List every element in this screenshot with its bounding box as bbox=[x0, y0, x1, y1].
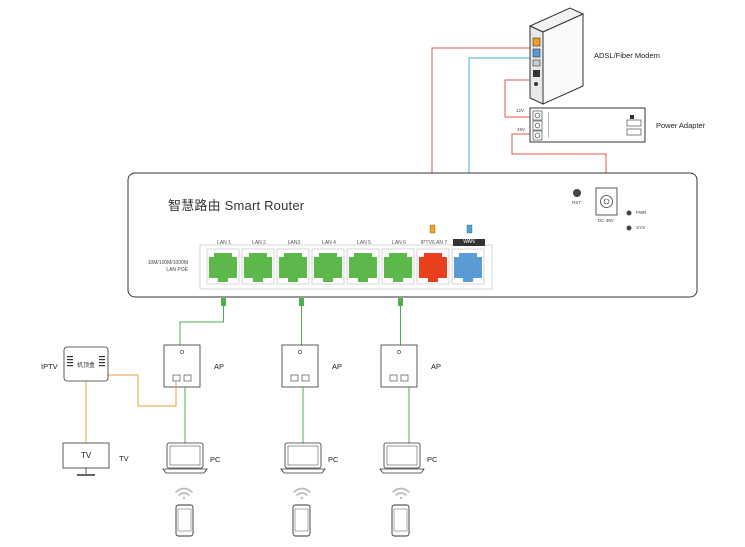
rj45-port bbox=[241, 248, 275, 285]
tv-icon bbox=[62, 442, 110, 476]
adapter-12v-label: 12V bbox=[516, 108, 525, 113]
port-label-iptv: IPTV/LAN 7 bbox=[420, 240, 448, 246]
pc-label: PC bbox=[210, 455, 221, 464]
ap-label: AP bbox=[332, 362, 343, 371]
port-label-wan: WAN bbox=[453, 239, 485, 246]
iptv-cable bbox=[431, 47, 533, 225]
lan-spec-poe: LAN POE bbox=[166, 267, 188, 273]
wifi-icon bbox=[392, 487, 410, 500]
lan1-cable bbox=[179, 306, 224, 345]
smartphone-icon bbox=[175, 504, 194, 537]
router-ports bbox=[206, 248, 485, 285]
stb-text: 机顶盒 bbox=[77, 363, 96, 369]
pwr-label: PWR bbox=[636, 210, 647, 215]
modem bbox=[528, 7, 585, 105]
iptv-cable-plug bbox=[429, 224, 436, 234]
laptop-icon bbox=[280, 442, 326, 474]
rj45-port bbox=[276, 248, 310, 285]
ap-unit bbox=[380, 344, 418, 388]
port-label-lan5: LAN 5 bbox=[357, 240, 371, 246]
port-label-lan1: LAN 1 bbox=[217, 240, 231, 246]
ap-label: AP bbox=[431, 362, 442, 371]
smartphone-icon bbox=[292, 504, 311, 537]
port-label-lan4: LAN 4 bbox=[322, 240, 336, 246]
lan3-cable-plug bbox=[299, 298, 304, 306]
rj45-port bbox=[206, 248, 240, 285]
reset-button[interactable] bbox=[573, 189, 581, 197]
power-adapter bbox=[529, 107, 646, 143]
rst-label: RST bbox=[572, 200, 581, 205]
ap-unit bbox=[281, 344, 319, 388]
dc-jack bbox=[595, 187, 618, 216]
stb-cable bbox=[108, 374, 177, 407]
port-label-lan2: LAN 2 bbox=[252, 240, 266, 246]
lan-spec-speed: 10M/100M/1000M bbox=[147, 260, 188, 266]
iptv-label: IPTV bbox=[41, 362, 58, 371]
wan-cable bbox=[468, 57, 533, 225]
modem-label: ADSL/Fiber Modem bbox=[594, 51, 660, 60]
power-adapter-label: Power Adapter bbox=[656, 121, 706, 130]
tv-label: TV bbox=[119, 454, 129, 463]
sys-led-icon bbox=[626, 225, 632, 231]
port-label-lan6: LAN 6 bbox=[392, 240, 406, 246]
dc-label: DC 48V bbox=[598, 218, 614, 223]
sys-label: SYS bbox=[636, 225, 646, 230]
lan1-cable-plug bbox=[221, 298, 226, 306]
laptop-icon bbox=[162, 442, 208, 474]
rj45-port bbox=[451, 248, 485, 285]
lan6-cable-plug bbox=[398, 298, 403, 306]
pwr-led-icon bbox=[626, 210, 632, 216]
port-label-lan3: LAN3 bbox=[287, 240, 301, 246]
adapter-48v-label: 48V bbox=[517, 127, 526, 132]
modem-power-cable bbox=[504, 79, 540, 118]
ap-label: AP bbox=[214, 362, 225, 371]
rj45-port bbox=[311, 248, 345, 285]
router-power-cable bbox=[511, 133, 607, 188]
rj45-port bbox=[346, 248, 380, 285]
wifi-icon bbox=[293, 487, 311, 500]
rj45-port bbox=[381, 248, 415, 285]
tv-screen-text: TV bbox=[81, 451, 92, 460]
pc-label: PC bbox=[427, 455, 438, 464]
wan-cable-plug bbox=[466, 224, 473, 234]
ap-unit bbox=[163, 344, 201, 388]
rj45-port bbox=[416, 248, 450, 285]
pc-label: PC bbox=[328, 455, 339, 464]
laptop-icon bbox=[379, 442, 425, 474]
set-top-box bbox=[63, 346, 109, 382]
router-title: 智慧路由 Smart Router bbox=[168, 198, 305, 213]
smartphone-icon bbox=[391, 504, 410, 537]
wifi-icon bbox=[175, 487, 193, 500]
